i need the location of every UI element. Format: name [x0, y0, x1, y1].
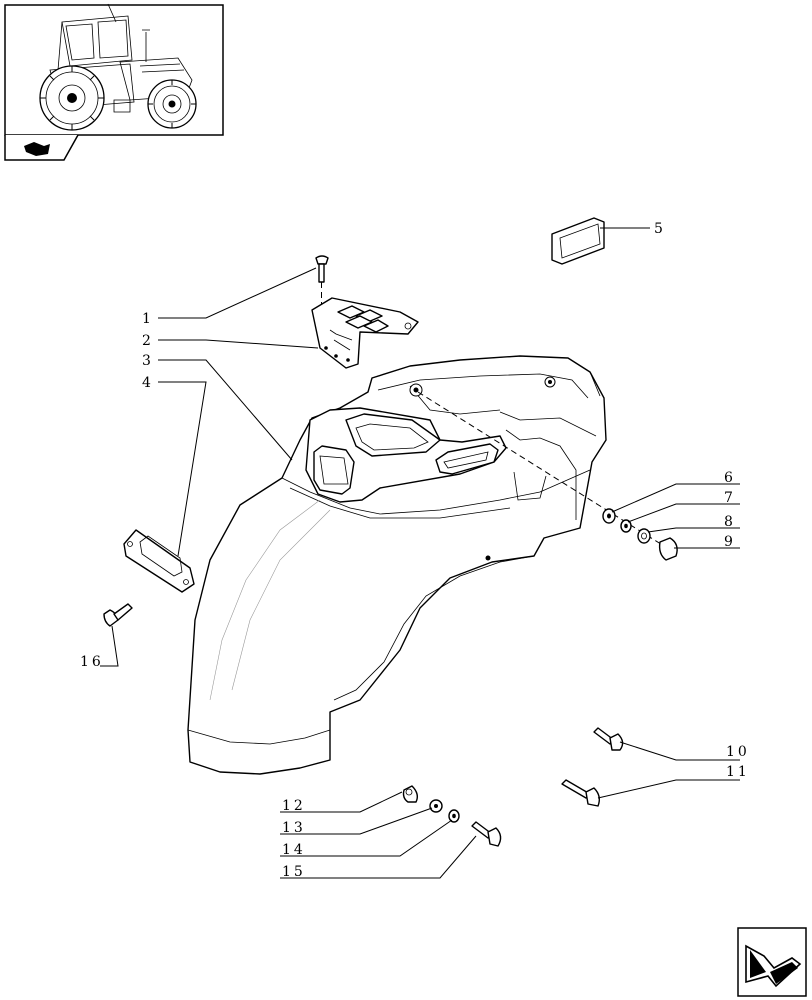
bolt-16 [103, 603, 133, 627]
callout-8: 8 [724, 514, 736, 530]
callout-9: 9 [724, 534, 736, 550]
callout-16: 16 [80, 654, 104, 670]
bolt-10 [593, 727, 624, 751]
nut-8 [637, 528, 651, 544]
washer-14 [448, 809, 460, 823]
callout-7: 7 [724, 490, 736, 506]
bracket-2 [311, 297, 419, 369]
callout-14: 14 [282, 842, 306, 858]
bolt-15 [471, 821, 502, 847]
washer-7 [620, 519, 632, 533]
gasket-4 [123, 529, 195, 593]
callout-1: 1 [142, 311, 154, 327]
callout-6: 6 [724, 470, 736, 486]
callout-2: 2 [142, 333, 154, 349]
bolt-11 [561, 779, 601, 807]
washer-13 [429, 799, 443, 813]
callout-12: 12 [282, 798, 306, 814]
section-arrow-icon [4, 134, 79, 161]
tractor-thumbnail-icon[interactable] [4, 3, 224, 136]
callout-11: 11 [726, 764, 750, 780]
next-page-arrow-icon[interactable] [737, 927, 807, 997]
screw-1 [315, 255, 329, 304]
callout-4: 4 [142, 375, 154, 391]
callout-13: 13 [282, 820, 306, 836]
cap-nut-9 [658, 537, 678, 561]
cap-5 [551, 217, 605, 265]
spacer-12 [402, 785, 419, 803]
callout-10: 10 [726, 744, 750, 760]
callout-5: 5 [654, 221, 666, 237]
leader-lines [100, 227, 740, 879]
callout-3: 3 [142, 353, 154, 369]
fender-housing [187, 355, 607, 775]
washer-6 [602, 508, 616, 524]
callout-15: 15 [282, 864, 306, 880]
